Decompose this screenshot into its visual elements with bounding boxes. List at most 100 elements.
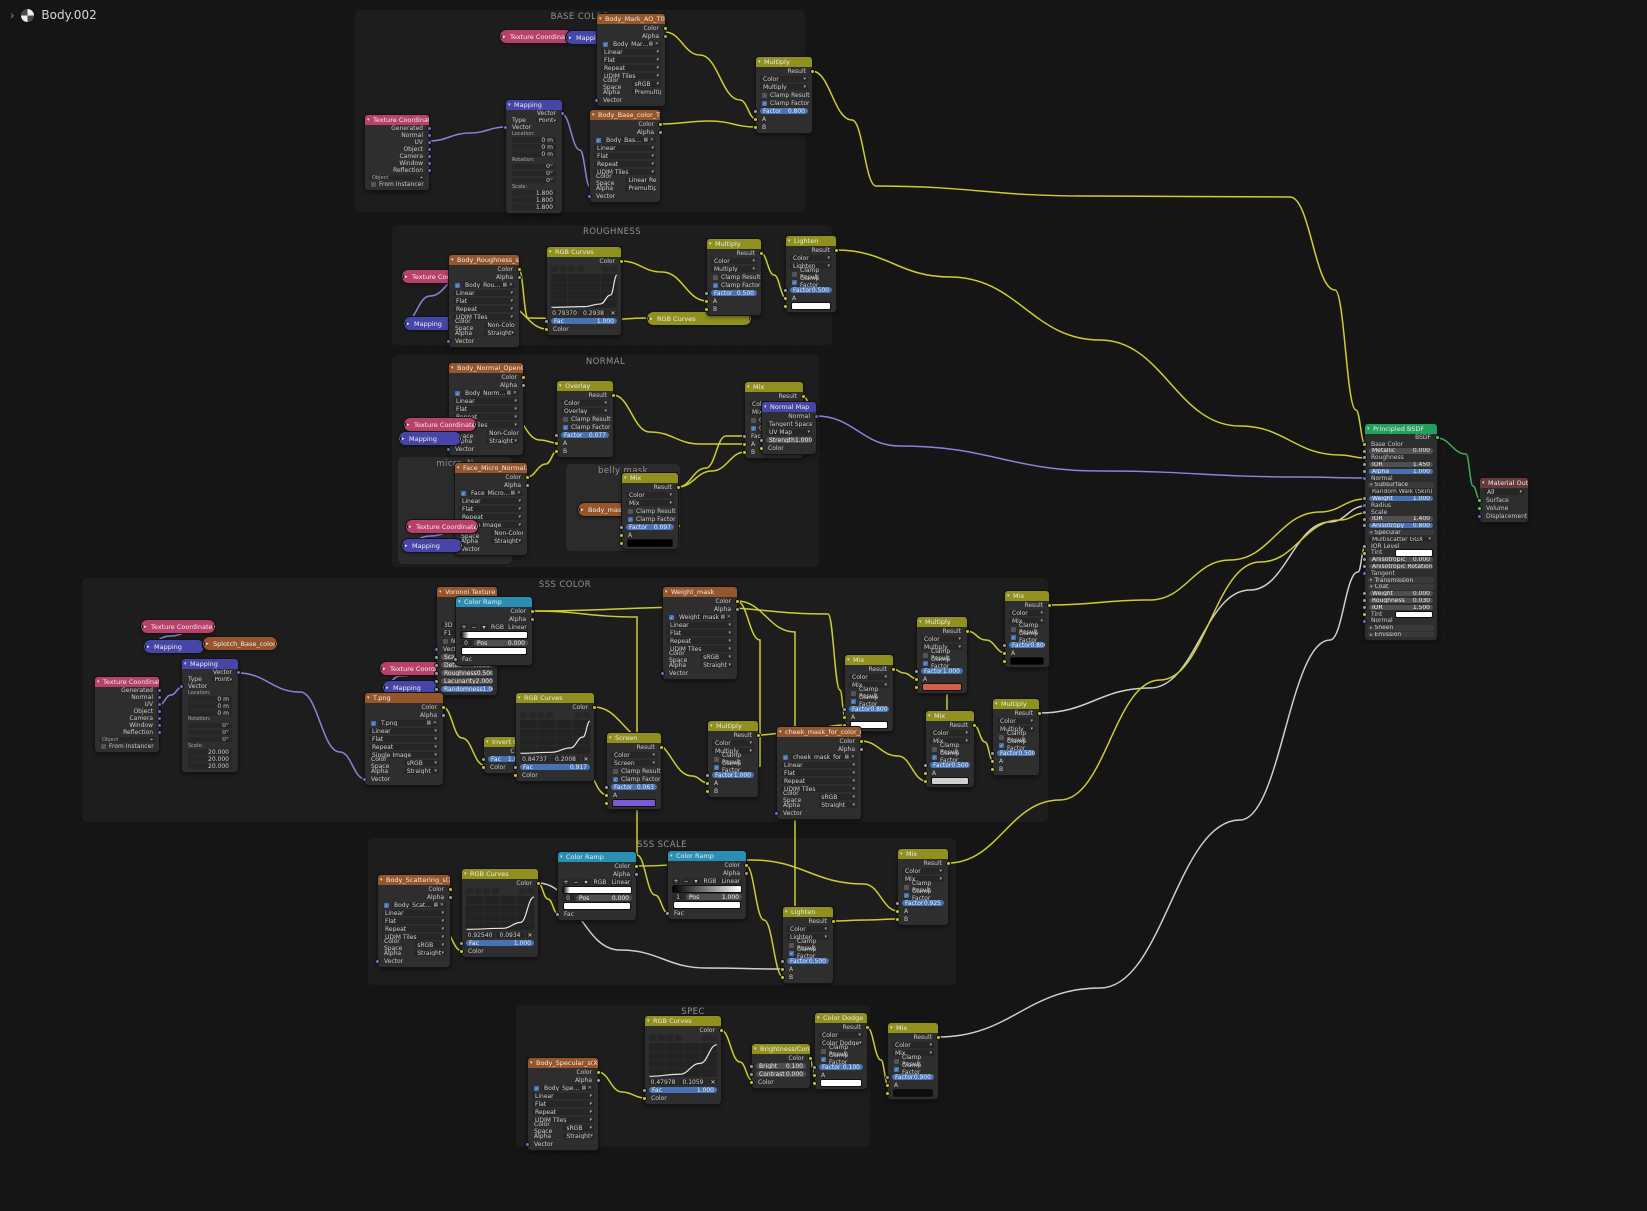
tc-sss-2-window-output-socket[interactable] (157, 723, 162, 728)
collapse-arrow-icon[interactable]: ▾ (609, 735, 612, 741)
curves-scale-header[interactable]: ▾RGB Curves (462, 869, 538, 879)
mix-sss-multiply-2-c-clamp-factor[interactable]: ✓Clamp Factor (917, 656, 967, 670)
map-sss-2-n-20-000[interactable]: 20.000 (182, 763, 238, 770)
collapse-arrow-icon[interactable]: ▸ (383, 665, 386, 672)
collapse-arrow-icon[interactable]: ▾ (710, 723, 713, 729)
voronoi-texture-randomness-input-socket[interactable] (434, 686, 439, 692)
curves-sss-fac-input-socket[interactable] (513, 764, 518, 770)
img-base-color-header[interactable]: ▾Body_Base_color_T011.exr (590, 110, 660, 120)
tc-base-2-uv-output-socket[interactable] (427, 140, 432, 145)
curve-channel-button[interactable] (483, 888, 490, 894)
img-mark-ao-s-flat[interactable]: Flat▾ (597, 56, 665, 64)
map-norm-out-socket[interactable] (459, 436, 461, 441)
img-mark-ao-s2-alpha[interactable]: AlphaPremultiplied▾ (597, 88, 665, 96)
collapse-arrow-icon[interactable]: ▾ (97, 679, 100, 685)
curves-sss-v-v[interactable] (516, 719, 594, 755)
image-actions-icons[interactable]: ▦ ✕ (581, 1084, 592, 1091)
mix-sss-multiply-3-a-input-socket[interactable] (990, 758, 995, 764)
mix-basecolor-multiply-c-clamp-factor[interactable]: ✓Clamp Factor (756, 99, 812, 107)
bright-contrast-header[interactable]: ▾Brightness/Contrast (752, 1044, 810, 1054)
img-cheek-mask-vector-input-socket[interactable] (774, 810, 779, 816)
mix-scale-lighten-result-output-socket[interactable] (831, 918, 836, 924)
collapse-arrow-icon[interactable]: ▾ (709, 241, 712, 247)
img-spec-s-udim-tiles[interactable]: UDIM Tiles▾ (528, 1116, 598, 1124)
node-img-mark-ao[interactable]: ▾Body_Mark_AO_T011.exrColorAlpha✓Body_Ma… (594, 14, 668, 106)
curve-channel-button[interactable] (551, 266, 558, 272)
color-swatch[interactable] (820, 1079, 862, 1087)
image-datablock-icon[interactable]: ✓ (461, 490, 466, 496)
principled-bsdf-s-random-walk-skin[interactable]: Random Walk (Skin)▾ (1365, 488, 1437, 495)
checkbox-clamp-result[interactable] (792, 271, 797, 277)
curves-scale-color-input-socket[interactable] (459, 948, 464, 954)
colorramp-tool-button[interactable]: − (470, 623, 478, 631)
material-output-s-all[interactable]: All▾ (1480, 488, 1528, 496)
mix-rough-lighten-w-w[interactable] (786, 302, 836, 310)
tc-base-2-c-from-instancer[interactable]: From Instancer (365, 181, 429, 188)
curve-point-y[interactable]: 0.2008 (551, 755, 580, 763)
img-normal-alpha-output-socket[interactable] (521, 382, 526, 388)
mix-sss-multiply-3-b-input-socket[interactable] (990, 766, 995, 772)
img-cheek-mask-alpha-output-socket[interactable] (859, 746, 864, 752)
map-micro-in-socket[interactable] (402, 543, 404, 548)
mix-normal-overlay-header[interactable]: ▾Overlay (557, 381, 613, 391)
img-weight-mask-m-weight-mask[interactable]: ✓Weight_mask▦ ✕ (669, 613, 733, 621)
ramp-sss-header[interactable]: ▾Color Ramp (456, 597, 532, 607)
img-t-color-output-socket[interactable] (441, 704, 446, 710)
bright-contrast-color-input-socket[interactable] (749, 1079, 754, 1085)
color-swatch[interactable] (612, 799, 656, 807)
map-base-2-n-1-800[interactable]: 1.800 (506, 204, 562, 211)
mix-sss-out-s-color[interactable]: Color▾ (1005, 609, 1049, 617)
img-micro-normal-s-single-image[interactable]: Single Image▾ (455, 521, 527, 529)
curve-point-y[interactable]: 0.1059 (679, 1078, 707, 1086)
mix-normal-mix-b-input-socket[interactable] (742, 449, 747, 455)
collapse-arrow-icon[interactable]: ▸ (405, 273, 408, 280)
mix-rough-multiply-s-multiply[interactable]: Multiply▾ (707, 265, 761, 273)
color-swatch[interactable] (931, 777, 969, 785)
colorramp-gradient[interactable] (562, 885, 632, 895)
checkbox-normalize[interactable] (443, 638, 448, 644)
node-bright-contrast[interactable]: ▾Brightness/ContrastColorBright0.100Cont… (749, 1044, 813, 1088)
mix-sss-screen-s-color[interactable]: Color▾ (607, 751, 661, 759)
mix-basecolor-multiply-a-input-socket[interactable] (753, 116, 758, 122)
img-base-color-s-flat[interactable]: Flat▾ (590, 152, 660, 160)
mix-sss-screen-s-screen[interactable]: Screen▾ (607, 759, 661, 767)
collapse-arrow-icon[interactable]: ▾ (817, 1015, 820, 1021)
node-img-base-color[interactable]: ▾Body_Base_color_T011.exrColorAlpha✓Body… (587, 110, 663, 202)
mix-sss-mix-1-a-input-socket[interactable] (842, 714, 847, 720)
colorramp-mode[interactable]: RGB (702, 877, 718, 885)
curve-zoom-button[interactable] (518, 888, 526, 894)
map-base-2-n-1-800[interactable]: 1.800 (506, 190, 562, 197)
voronoi-texture-lacunarity-input-socket[interactable] (434, 678, 439, 684)
img-base-color-s-linear[interactable]: Linear▾ (590, 144, 660, 152)
mix-sss-multiply-2-w-w[interactable] (917, 683, 967, 691)
img-micro-normal-m-face-micro-no[interactable]: ✓Face_Micro_No▦ ✕ (461, 489, 523, 497)
img-mark-ao-alpha-output-socket[interactable] (663, 33, 668, 39)
curves-scale-v-v[interactable] (462, 895, 538, 931)
principled-bsdf-w-tint[interactable]: Tint (1365, 610, 1437, 618)
curves-roughness-color-output-socket[interactable] (619, 258, 624, 264)
checkbox-clamp-result[interactable] (932, 746, 937, 752)
checkbox-clamp-result[interactable] (894, 1058, 899, 1064)
tc-base-2-normal-output-socket[interactable] (427, 133, 432, 138)
map-base-2-vector-output-socket[interactable] (560, 111, 565, 116)
node-img-splotch[interactable]: ▸Splotch_Base_color.png (203, 637, 277, 650)
colorramp-gradient[interactable] (460, 630, 528, 640)
colorramp-tool-button[interactable]: − (682, 877, 690, 885)
curves-scale-color-output-socket[interactable] (536, 880, 541, 886)
checkbox-clamp-result[interactable] (762, 92, 767, 98)
mix-normal-overlay-s-color[interactable]: Color▾ (557, 399, 613, 407)
color-swatch[interactable] (673, 901, 741, 909)
